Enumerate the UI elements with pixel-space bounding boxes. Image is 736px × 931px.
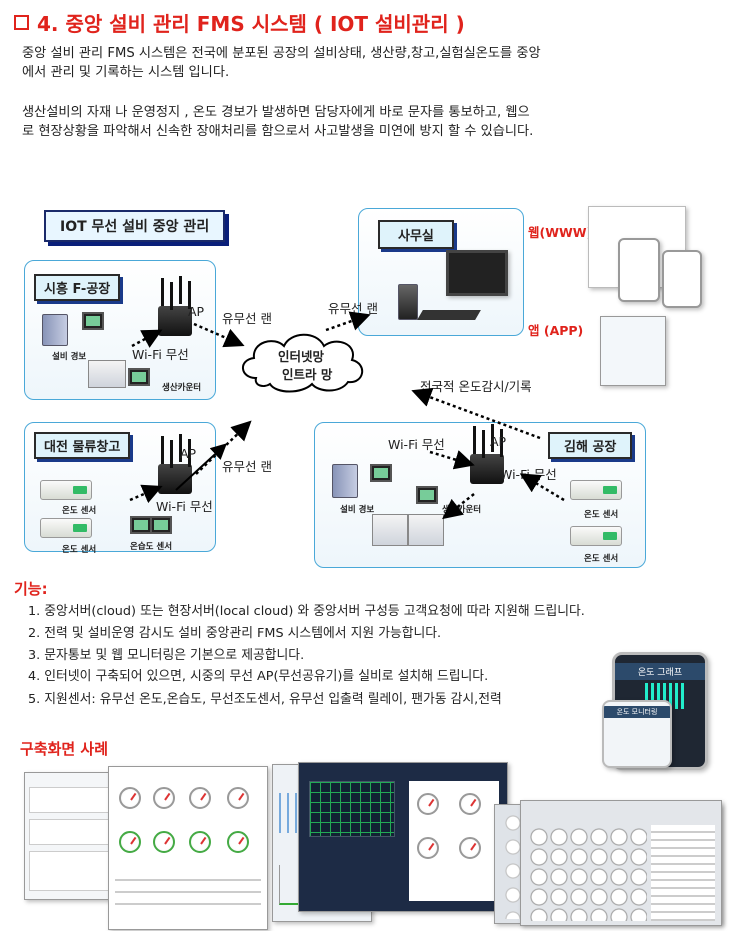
production-counter-icon <box>88 360 126 388</box>
display-icon-2 <box>128 368 150 386</box>
display-icon-3 <box>370 464 392 482</box>
cloud-icon <box>242 333 363 393</box>
gauge-icon <box>227 831 249 853</box>
ap-router-icon-3 <box>470 426 504 484</box>
label-temp-sensor-1: 온도 센서 <box>62 506 97 516</box>
label-lan-3: 유무선 랜 <box>222 459 272 474</box>
screenshot-2 <box>108 766 268 930</box>
intro-paragraph-2: 생산설비의 자재 나 운영정지 , 온도 경보가 발생하면 담당자에게 바로 문… <box>22 105 534 139</box>
phone-title: 온도 그래프 <box>615 663 705 680</box>
app-screenshot <box>600 316 666 386</box>
features-heading: 기능: <box>14 580 48 598</box>
phone-mockup-web-2 <box>662 250 702 308</box>
label-intranet: 인트라 망 <box>282 367 333 382</box>
gauge-icon <box>417 837 439 859</box>
gauge-icon <box>417 793 439 815</box>
label-temp-sensor-4: 온도 센서 <box>584 554 619 564</box>
server-pc-icon <box>398 284 418 320</box>
gauge-icon <box>189 787 211 809</box>
checkbox-bullet-icon <box>14 15 29 30</box>
label-ap-3: AP <box>490 434 507 449</box>
connection-arrows <box>129 311 565 520</box>
label-temp-humidity-sensor: 온습도 센서 <box>130 542 173 552</box>
tag-office: 사무실 <box>378 220 454 249</box>
internet-cloud <box>236 326 370 396</box>
gauge-icon <box>119 787 141 809</box>
label-production-counter: 생산카운터 <box>162 383 202 393</box>
label-temp-sensor-3: 온도 센서 <box>584 510 619 520</box>
temp-sensor-icon <box>40 480 92 500</box>
gauge-icon <box>189 831 211 853</box>
phone-subtitle: 온도 모니터링 <box>604 706 670 718</box>
phone-mockup-2: 온도 모니터링 <box>602 700 672 768</box>
label-ap-1: AP <box>188 304 205 319</box>
production-counter-icon-2 <box>372 514 408 546</box>
screenshot-4 <box>298 762 508 912</box>
page-title: 4. 중앙 설비 관리 FMS 시스템 ( IOT 설비관리 ) <box>14 8 465 37</box>
gauge-icon <box>227 787 249 809</box>
humidity-sensor-icon <box>130 516 152 534</box>
ap-router-icon-2 <box>158 436 192 494</box>
main-tag: IOT 무선 설비 중앙 관리 <box>44 210 226 242</box>
label-internet: 인터넷망 <box>278 349 325 364</box>
label-wifi-2: Wi-Fi 무선 <box>156 499 213 514</box>
cnc-machine-icon-2 <box>332 464 358 498</box>
gauge-icon <box>459 793 481 815</box>
feature-item-4: 4. 인터넷이 구축되어 있으면, 시중의 무선 AP(무선공유기)를 실비로 … <box>28 669 489 684</box>
feature-item-1: 1. 중앙서버(cloud) 또는 현장서버(local cloud) 와 중앙… <box>28 604 585 619</box>
gauge-icon <box>153 831 175 853</box>
display-icon-4 <box>416 486 438 504</box>
label-equipment-alarm: 설비 경보 <box>52 352 87 362</box>
temp-sensor-icon-2 <box>40 518 92 538</box>
production-counter-icon-3 <box>408 514 444 546</box>
humidity-sensor-icon-2 <box>150 516 172 534</box>
screenshot-1 <box>24 772 116 900</box>
phone-mockup-web <box>618 238 660 302</box>
feature-item-5: 5. 지원센서: 유무선 온도,온습도, 무선조도센서, 유무선 입출력 릴레이… <box>28 692 502 707</box>
gauge-icon <box>119 831 141 853</box>
label-wifi-3: Wi-Fi 무선 <box>388 437 445 452</box>
feature-item-3: 3. 문자통보 및 웹 모니터링은 기본으로 제공합니다. <box>28 648 305 663</box>
label-app: 앱 (APP) <box>528 323 584 338</box>
cnc-machine-icon <box>42 314 68 346</box>
intro-paragraph-1: 중앙 설비 관리 FMS 시스템은 전국에 분포된 공장의 설비상태, 생산량,… <box>22 46 541 80</box>
gauge-icon <box>153 787 175 809</box>
label-nationwide: 전국적 온도감시/기록 <box>420 379 532 394</box>
feature-item-2: 2. 전력 및 설비운영 감시도 설비 중앙관리 FMS 시스템에서 지원 가능… <box>28 626 442 641</box>
label-equipment-alarm-2: 설비 경보 <box>340 505 375 515</box>
gauge-icon <box>459 837 481 859</box>
tag-gimhae: 김해 공장 <box>548 432 633 459</box>
ap-router-icon <box>158 278 192 336</box>
label-web: 웹(WWW) <box>528 225 593 240</box>
screenshot-6 <box>520 800 722 926</box>
examples-heading: 구축화면 사례 <box>20 740 109 758</box>
display-icon <box>82 312 104 330</box>
label-ap-2: AP <box>180 446 197 461</box>
label-wifi-1: Wi-Fi 무선 <box>132 347 189 362</box>
temp-sensor-icon-4 <box>570 526 622 546</box>
label-lan-1: 유무선 랜 <box>222 311 272 326</box>
label-temp-sensor-2: 온도 센서 <box>62 545 97 555</box>
title-text: 4. 중앙 설비 관리 FMS 시스템 ( IOT 설비관리 ) <box>37 12 465 36</box>
monitor-icon <box>446 250 508 296</box>
tag-siheung: 시흥 F-공장 <box>34 274 121 301</box>
tag-daejeon: 대전 물류창고 <box>34 432 131 459</box>
temp-sensor-icon-3 <box>570 480 622 500</box>
